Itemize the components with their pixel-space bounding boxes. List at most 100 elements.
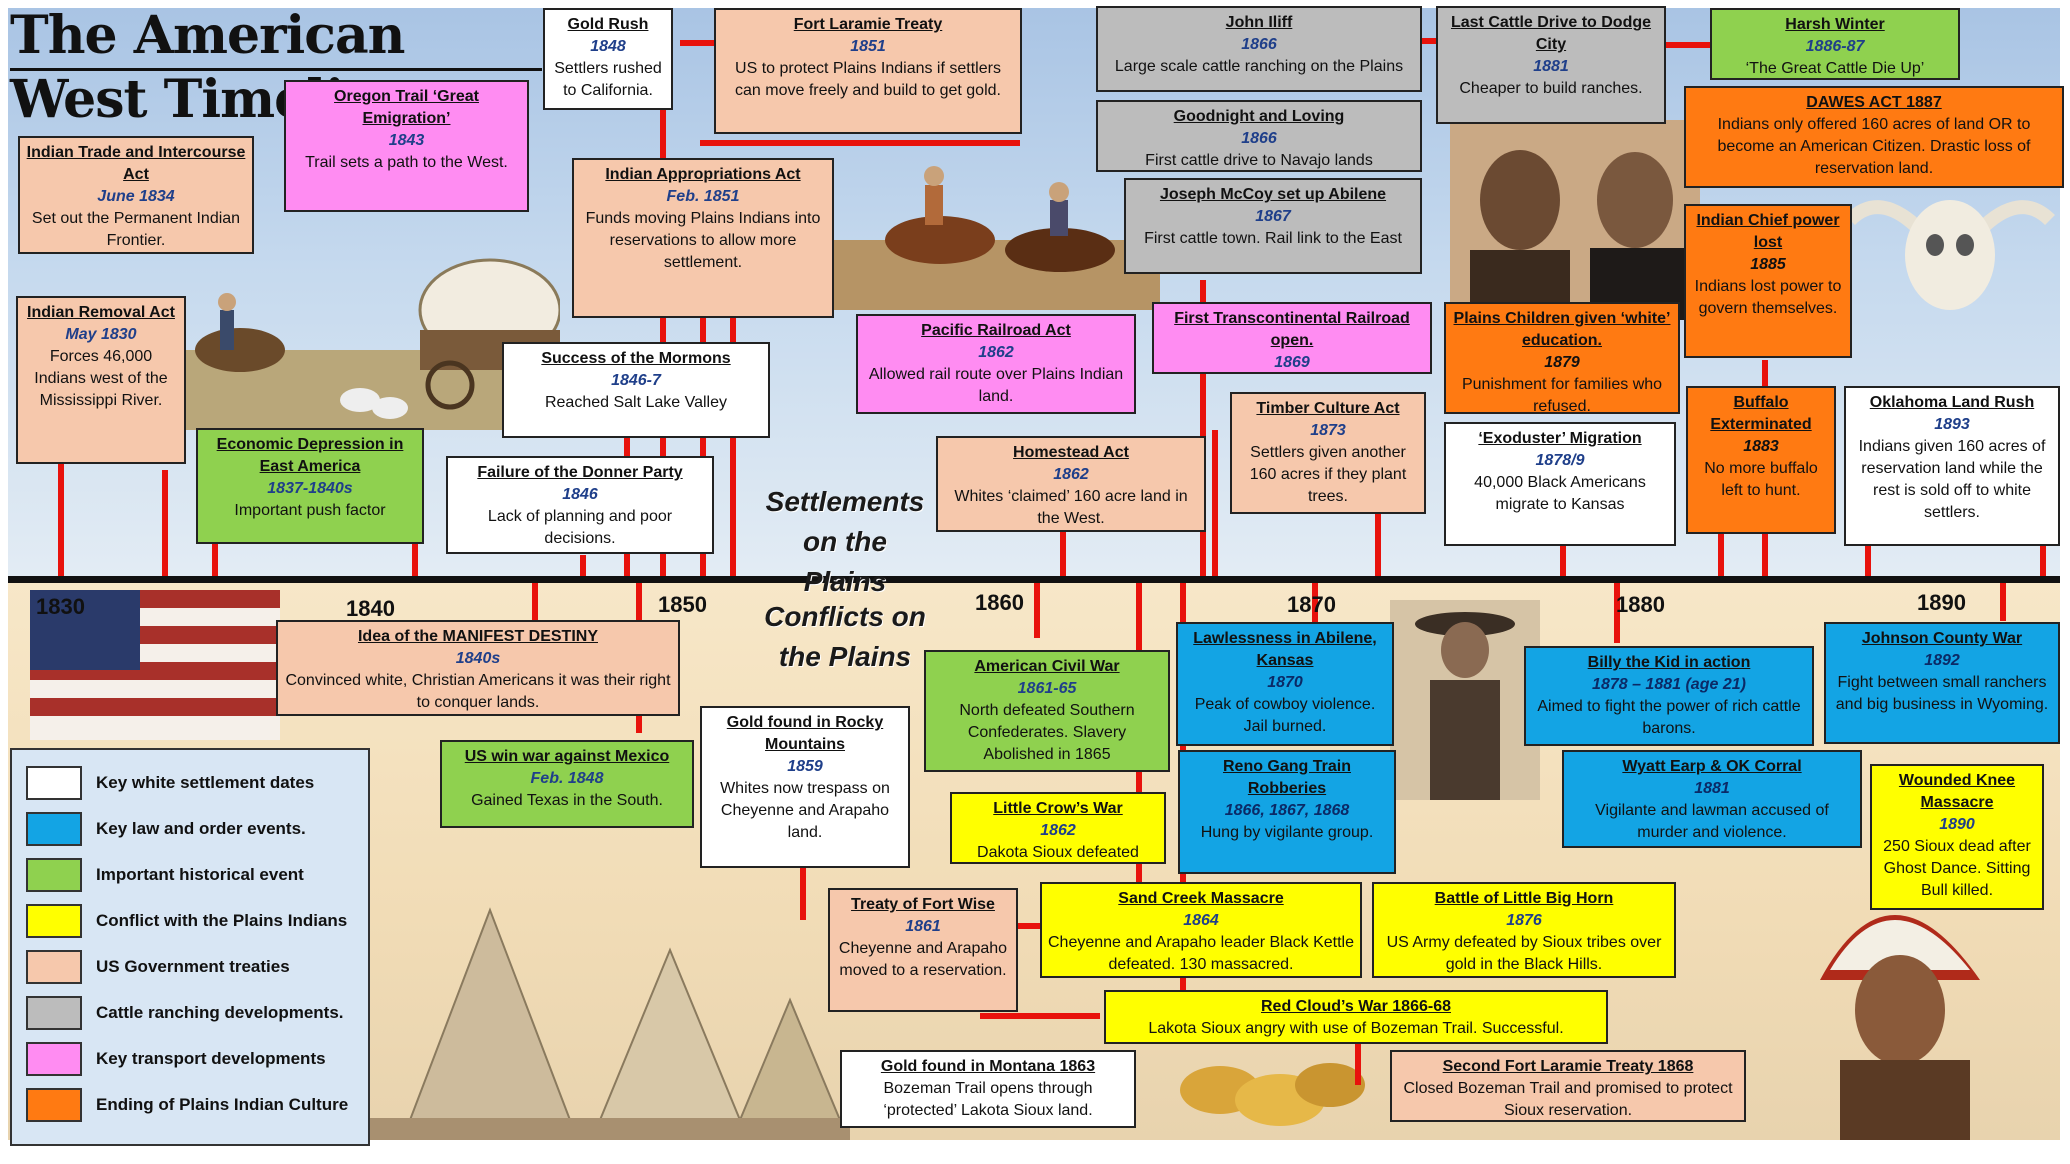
event-treaty-of-fort-wise[interactable]: Treaty of Fort Wise 1861 Cheyenne and Ar… [828, 888, 1018, 1012]
event-date: 1859 [787, 758, 823, 775]
event-little-big-horn[interactable]: Battle of Little Big Horn 1876 US Army d… [1372, 882, 1676, 978]
event-text: Cheyenne and Arapaho moved to a reservat… [838, 940, 1008, 979]
event-reno-gang-robberies[interactable]: Reno Gang Train Robberies 1866, 1867, 18… [1178, 750, 1396, 874]
legend-item: Key white settlement dates [26, 760, 354, 806]
event-date: 1878 – 1881 (age 21) [1592, 676, 1746, 693]
tipi-camp-picture [370, 907, 850, 1140]
event-title: Lawlessness in Abilene, Kansas [1193, 630, 1377, 669]
event-exoduster-migration[interactable]: ‘Exoduster’ Migration 1878/9 40,000 Blac… [1444, 422, 1676, 546]
event-pacific-railroad-act[interactable]: Pacific Railroad Act 1862 Allowed rail r… [856, 314, 1136, 414]
event-title: DAWES ACT 1887 [1806, 94, 1942, 111]
connector-arrow [58, 460, 64, 578]
event-lawlessness-abilene[interactable]: Lawlessness in Abilene, Kansas 1870 Peak… [1176, 622, 1394, 746]
event-text: Fight between small ranchers and big bus… [1835, 674, 2049, 713]
event-title: Buffalo Exterminated [1710, 394, 1812, 433]
legend-item: Ending of Plains Indian Culture [26, 1082, 354, 1128]
conflicts-label: Conflicts on the Plains [764, 601, 926, 672]
event-indian-chief-power-lost[interactable]: Indian Chief power lost 1885 Indians los… [1684, 204, 1852, 358]
event-title: Red Cloud’s War 1866-68 [1261, 998, 1451, 1015]
event-text: Vigilante and lawman accused of murder a… [1595, 802, 1829, 841]
native-portraits-picture [1450, 120, 1700, 320]
event-indian-trade-act[interactable]: Indian Trade and Intercourse Act June 18… [18, 136, 254, 254]
event-harsh-winter[interactable]: Harsh Winter 1886-87 ‘The Great Cattle D… [1710, 8, 1960, 80]
event-wounded-knee[interactable]: Wounded Knee Massacre 1890 250 Sioux dea… [1870, 764, 2044, 910]
event-fort-laramie-treaty[interactable]: Fort Laramie Treaty 1851 US to protect P… [714, 8, 1022, 134]
event-text: Closed Bozeman Trail and promised to pro… [1403, 1080, 1733, 1119]
event-text: Funds moving Plains Indians into reserva… [585, 210, 821, 271]
event-title: Wounded Knee Massacre [1898, 772, 2016, 811]
event-date: 1866, 1867, 1868 [1224, 802, 1350, 819]
connector-arrow [1865, 545, 1871, 578]
event-title: Indian Appropriations Act [605, 166, 801, 183]
event-date: 1886-87 [1805, 38, 1865, 55]
event-text: Reached Salt Lake Valley [544, 394, 728, 411]
event-title: Wyatt Earp & OK Corral [1622, 758, 1802, 775]
event-text: Indians only offered 160 acres of land O… [1717, 116, 2031, 177]
event-text: Trail sets a path to the West. [305, 154, 508, 171]
event-date: 1862 [978, 344, 1014, 361]
legend-label: Key law and order events. [96, 819, 306, 838]
event-text: Peak of cowboy violence. Jail burned. [1194, 696, 1376, 735]
american-flag-picture [30, 590, 280, 740]
event-john-iliff[interactable]: John Iliff 1866 Large scale cattle ranch… [1096, 6, 1422, 92]
connector-arrow [1312, 583, 1318, 638]
cowboy-portrait-picture [1390, 600, 1540, 800]
event-title: Joseph McCoy set up Abilene [1159, 186, 1387, 203]
event-indian-appropriations-act[interactable]: Indian Appropriations Act Feb. 1851 Fund… [572, 158, 834, 318]
event-american-civil-war[interactable]: American Civil War 1861-65 North defeate… [924, 650, 1170, 772]
event-manifest-destiny[interactable]: Idea of the MANIFEST DESTINY 1840s Convi… [276, 620, 680, 716]
event-text: North defeated Southern Confederates. Sl… [959, 702, 1135, 763]
event-donner-party[interactable]: Failure of the Donner Party 1846 Lack of… [446, 456, 714, 554]
event-dawes-act[interactable]: DAWES ACT 1887 Indians only offered 160 … [1684, 86, 2064, 188]
event-title: Reno Gang Train Robberies [1222, 758, 1351, 797]
event-plains-children-education[interactable]: Plains Children given ‘white’ education.… [1444, 302, 1680, 414]
event-mccoy-abilene[interactable]: Joseph McCoy set up Abilene 1867 First c… [1124, 178, 1422, 274]
event-gold-montana[interactable]: Gold found in Montana 1863 Bozeman Trail… [840, 1050, 1136, 1128]
event-title: Indian Chief power lost [1696, 212, 1840, 251]
legend-label: US Government treaties [96, 957, 290, 976]
event-gold-rush[interactable]: Gold Rush 1848 Settlers rushed to Califo… [543, 8, 673, 110]
legend-item: Key law and order events. [26, 806, 354, 852]
event-oregon-trail[interactable]: Oregon Trail ‘Great Emigration’ 1843 Tra… [284, 80, 529, 212]
event-text: Lakota Sioux angry with use of Bozeman T… [1148, 1020, 1564, 1037]
legend-label: Conflict with the Plains Indians [96, 911, 348, 930]
event-date: 1846-7 [611, 372, 661, 389]
event-date: 1837-1840s [267, 480, 353, 497]
event-billy-the-kid[interactable]: Billy the Kid in action 1878 – 1881 (age… [1524, 646, 1814, 746]
event-buffalo-exterminated[interactable]: Buffalo Exterminated 1883 No more buffal… [1686, 386, 1836, 534]
event-title: Billy the Kid in action [1587, 654, 1751, 671]
event-homestead-act[interactable]: Homestead Act 1862 Whites ‘claimed’ 160 … [936, 436, 1206, 532]
year-label-1840: 1840 [346, 596, 395, 621]
event-date: 1890 [1939, 816, 1975, 833]
legend-item: US Government treaties [26, 944, 354, 990]
legend-swatch [26, 858, 82, 892]
event-last-cattle-drive[interactable]: Last Cattle Drive to Dodge City 1881 Che… [1436, 6, 1666, 124]
legend: Key white settlement dates Key law and o… [10, 748, 370, 1146]
event-title: Timber Culture Act [1256, 400, 1400, 417]
event-date: 1862 [1053, 466, 1089, 483]
event-success-of-mormons[interactable]: Success of the Mormons 1846-7 Reached Sa… [502, 342, 770, 438]
event-indian-removal-act[interactable]: Indian Removal Act May 1830 Forces 46,00… [16, 296, 186, 464]
event-wyatt-earp[interactable]: Wyatt Earp & OK Corral 1881 Vigilante an… [1562, 750, 1862, 848]
event-oklahoma-land-rush[interactable]: Oklahoma Land Rush 1893 Indians given 16… [1844, 386, 2060, 546]
event-text: US to protect Plains Indians if settlers… [735, 60, 1001, 99]
event-economic-depression[interactable]: Economic Depression in East America 1837… [196, 428, 424, 544]
event-date: 1862 [1040, 822, 1076, 839]
event-first-transcontinental-railroad[interactable]: First Transcontinental Railroad open. 18… [1152, 302, 1432, 374]
event-little-crows-war[interactable]: Little Crow’s War 1862 Dakota Sioux defe… [950, 792, 1166, 864]
event-johnson-county-war[interactable]: Johnson County War 1892 Fight between sm… [1824, 622, 2060, 744]
event-text: No more buffalo left to hunt. [1704, 460, 1818, 499]
event-second-fort-laramie-treaty[interactable]: Second Fort Laramie Treaty 1868 Closed B… [1390, 1050, 1746, 1122]
event-text: Gained Texas in the South. [471, 792, 663, 809]
event-title: Idea of the MANIFEST DESTINY [357, 628, 598, 645]
event-title: American Civil War [974, 658, 1120, 675]
event-war-against-mexico[interactable]: US win war against Mexico Feb. 1848 Gain… [440, 740, 694, 828]
event-goodnight-loving[interactable]: Goodnight and Loving 1866 First cattle d… [1096, 100, 1422, 172]
event-text: Whites ‘claimed’ 160 acre land in the We… [954, 488, 1188, 527]
legend-item: Cattle ranching developments. [26, 990, 354, 1036]
event-gold-rocky-mountains[interactable]: Gold found in Rocky Mountains 1859 White… [700, 706, 910, 868]
event-red-clouds-war[interactable]: Red Cloud’s War 1866-68 Lakota Sioux ang… [1104, 990, 1608, 1044]
event-text: Indians given 160 acres of reservation l… [1858, 438, 2046, 521]
event-timber-culture-act[interactable]: Timber Culture Act 1873 Settlers given a… [1230, 392, 1426, 514]
event-sand-creek-massacre[interactable]: Sand Creek Massacre 1864 Cheyenne and Ar… [1040, 882, 1362, 978]
